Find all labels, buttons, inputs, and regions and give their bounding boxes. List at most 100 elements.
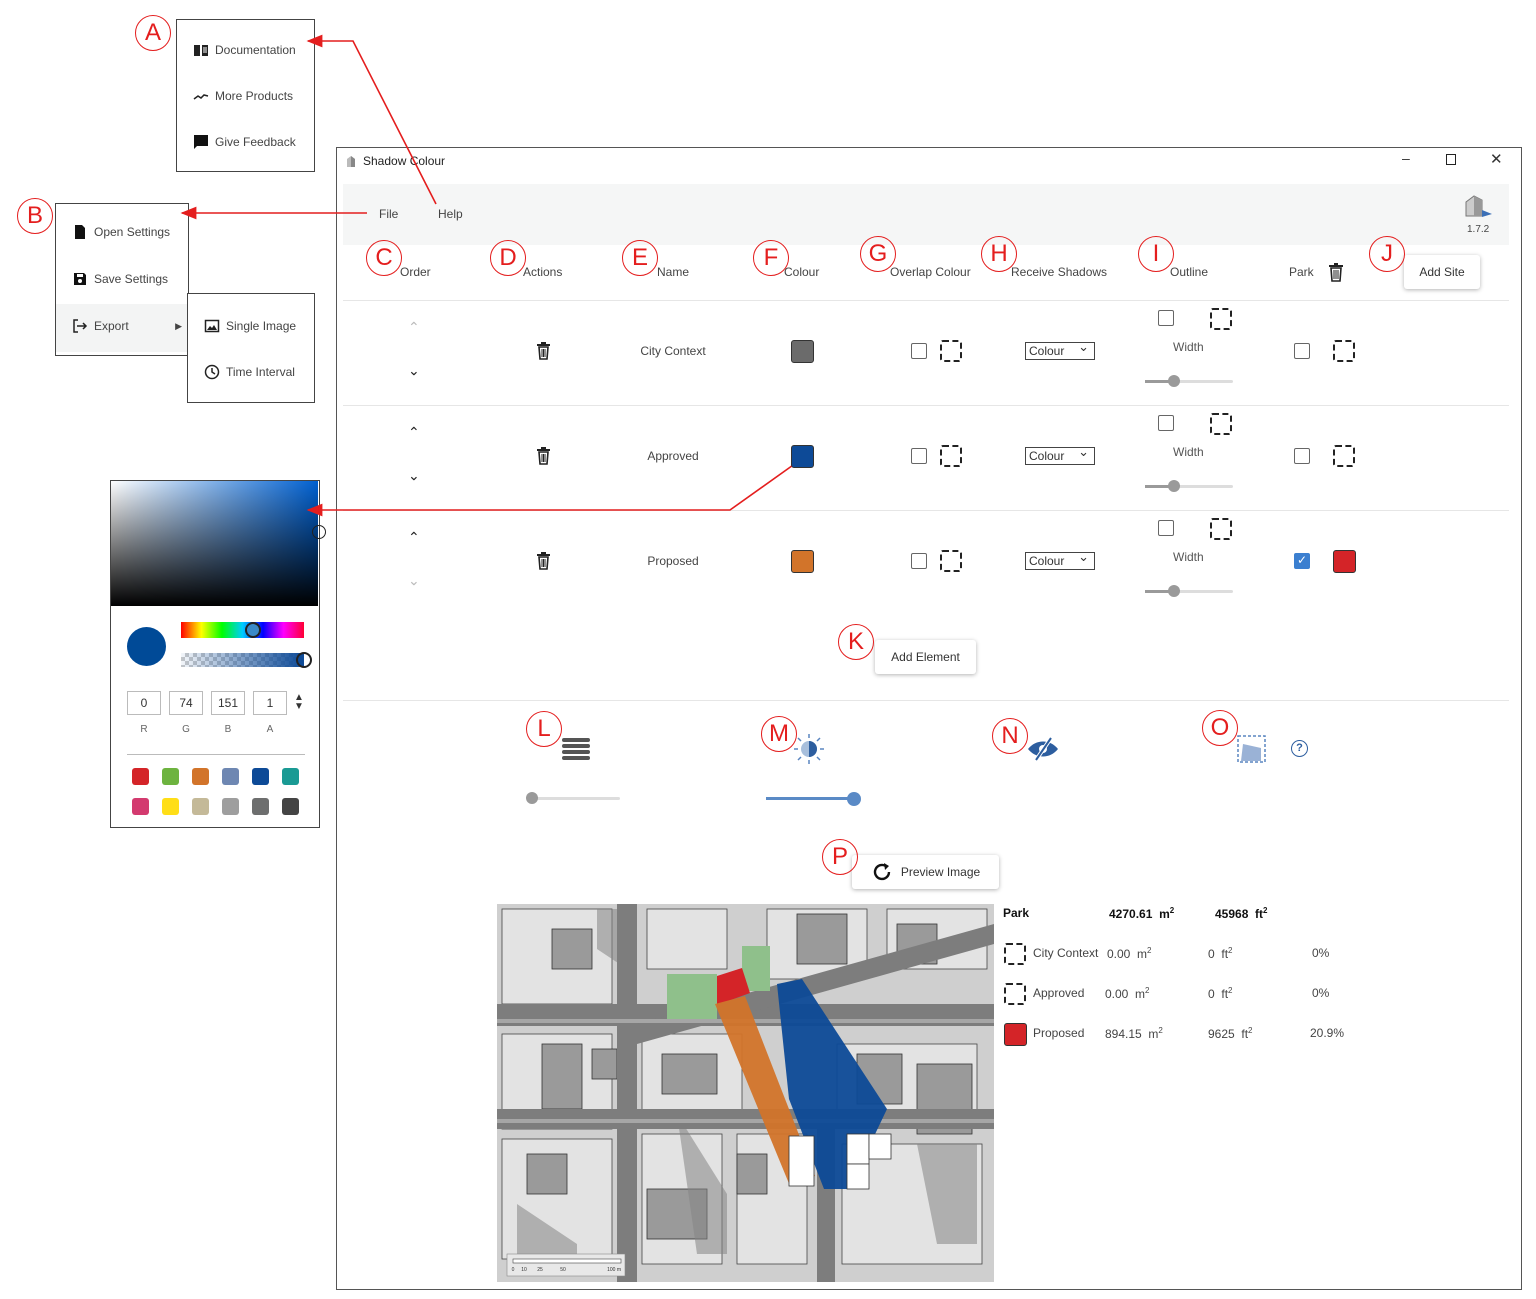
outline-checkbox[interactable] (1158, 520, 1174, 536)
menu-item-time-interval[interactable]: Time Interval (204, 364, 295, 380)
add-site-button[interactable]: Add Site (1404, 255, 1480, 289)
green-input[interactable]: 74 (169, 691, 203, 715)
park-colour-swatch[interactable] (1333, 550, 1356, 573)
header-park: Park (1289, 265, 1314, 279)
saturation-handle[interactable] (312, 525, 326, 539)
preset-swatch[interactable] (252, 768, 269, 785)
preset-swatch[interactable] (222, 768, 239, 785)
receive-shadows-select[interactable]: Colour (1025, 444, 1095, 465)
preset-swatch[interactable] (162, 768, 179, 785)
menu-file[interactable]: File (379, 207, 399, 221)
mode-toggle-icon[interactable]: ▲▼ (294, 692, 304, 712)
park-checkbox[interactable]: ✓ (1294, 553, 1310, 569)
delete-element-icon[interactable] (536, 341, 551, 360)
preset-swatch[interactable] (282, 798, 299, 815)
close-button[interactable]: ✕ (1490, 151, 1503, 168)
outline-width-thumb[interactable] (1168, 375, 1180, 387)
preset-swatch[interactable] (162, 798, 179, 815)
preset-swatch[interactable] (192, 768, 209, 785)
move-up-button[interactable]: ⌃ (408, 319, 420, 335)
element-colour-swatch[interactable] (791, 445, 814, 468)
park-checkbox[interactable] (1294, 448, 1310, 464)
brightness-slider-thumb[interactable] (847, 792, 861, 806)
brightness-slider[interactable] (766, 797, 854, 800)
overlap-colour-checkbox[interactable] (911, 448, 927, 464)
move-up-button[interactable]: ⌃ (408, 529, 420, 545)
overlap-colour-swatch[interactable] (940, 445, 962, 467)
overlap-colour-swatch[interactable] (940, 550, 962, 572)
brightness-icon[interactable] (794, 734, 824, 764)
add-element-button[interactable]: Add Element (875, 640, 976, 674)
outline-width-slider[interactable] (1145, 380, 1233, 383)
overlap-colour-checkbox[interactable] (911, 343, 927, 359)
alpha-handle[interactable] (296, 652, 312, 668)
menu-item-single-image[interactable]: Single Image (204, 318, 296, 334)
outline-checkbox[interactable] (1158, 310, 1174, 326)
menu-item-give-feedback[interactable]: Give Feedback (193, 134, 296, 150)
red-input[interactable]: 0 (127, 691, 161, 715)
visibility-off-icon[interactable] (1026, 736, 1060, 762)
outline-checkbox[interactable] (1158, 415, 1174, 431)
site-area-icon[interactable] (1237, 735, 1267, 763)
outline-colour-swatch[interactable] (1210, 518, 1232, 540)
stat-name: Approved (1033, 986, 1085, 1000)
file-menu: Open Settings Save Settings Export▶ (55, 203, 189, 356)
element-colour-swatch[interactable] (791, 340, 814, 363)
preset-swatch[interactable] (252, 798, 269, 815)
stat-area-ft2: 0 ft2 (1208, 946, 1233, 961)
outline-colour-swatch[interactable] (1210, 413, 1232, 435)
help-icon[interactable]: ? (1291, 740, 1308, 757)
preset-swatch[interactable] (222, 798, 239, 815)
outline-width-slider[interactable] (1145, 590, 1233, 593)
legend-swatch (1004, 1023, 1027, 1046)
menu-item-save-settings[interactable]: Save Settings (72, 271, 168, 287)
delete-element-icon[interactable] (536, 551, 551, 570)
maximize-button[interactable] (1446, 154, 1456, 165)
preview-image-label: Preview Image (900, 865, 981, 879)
layers-slider-thumb[interactable] (526, 792, 538, 804)
header-name: Name (657, 265, 690, 279)
preset-swatch[interactable] (192, 798, 209, 815)
receive-shadows-select[interactable]: Colour (1025, 549, 1095, 570)
preset-swatch[interactable] (132, 798, 149, 815)
hue-handle[interactable] (245, 622, 261, 638)
hue-slider[interactable] (181, 622, 304, 638)
overlap-colour-swatch[interactable] (940, 340, 962, 362)
outline-width-slider[interactable] (1145, 485, 1233, 488)
move-up-button[interactable]: ⌃ (408, 424, 420, 440)
menu-item-open-settings[interactable]: Open Settings (72, 224, 170, 240)
move-down-button[interactable]: ⌃ (408, 572, 420, 588)
minimize-button[interactable]: – (1402, 150, 1410, 166)
outline-colour-swatch[interactable] (1210, 308, 1232, 330)
blue-input[interactable]: 151 (211, 691, 245, 715)
delete-element-icon[interactable] (536, 446, 551, 465)
menu-item-export[interactable]: Export▶ (72, 318, 182, 334)
saturation-value-area[interactable] (111, 481, 318, 606)
park-colour-swatch[interactable] (1333, 340, 1355, 362)
label: Save Settings (94, 272, 169, 286)
move-down-button[interactable]: ⌃ (408, 362, 420, 378)
park-checkbox[interactable] (1294, 343, 1310, 359)
menu-item-more-products[interactable]: More Products (193, 88, 293, 104)
stat-percentage: 0% (1312, 946, 1330, 960)
preview-image-button[interactable]: Preview Image (852, 855, 999, 889)
alpha-slider[interactable] (181, 653, 304, 667)
layers-icon[interactable] (561, 736, 591, 760)
feedback-icon (194, 135, 208, 149)
divider (343, 510, 1509, 511)
park-colour-swatch[interactable] (1333, 445, 1355, 467)
outline-width-thumb[interactable] (1168, 585, 1180, 597)
layers-slider[interactable] (530, 797, 620, 800)
menu-item-documentation[interactable]: Documentation (193, 42, 296, 58)
outline-width-thumb[interactable] (1168, 480, 1180, 492)
element-colour-swatch[interactable] (791, 550, 814, 573)
preset-swatch[interactable] (132, 768, 149, 785)
receive-shadows-select[interactable]: Colour (1025, 339, 1095, 360)
park-delete-icon[interactable] (1328, 262, 1344, 282)
overlap-colour-checkbox[interactable] (911, 553, 927, 569)
alpha-input[interactable]: 1 (253, 691, 287, 715)
move-down-button[interactable]: ⌃ (408, 467, 420, 483)
menu-help[interactable]: Help (438, 207, 463, 221)
preset-swatch[interactable] (282, 768, 299, 785)
